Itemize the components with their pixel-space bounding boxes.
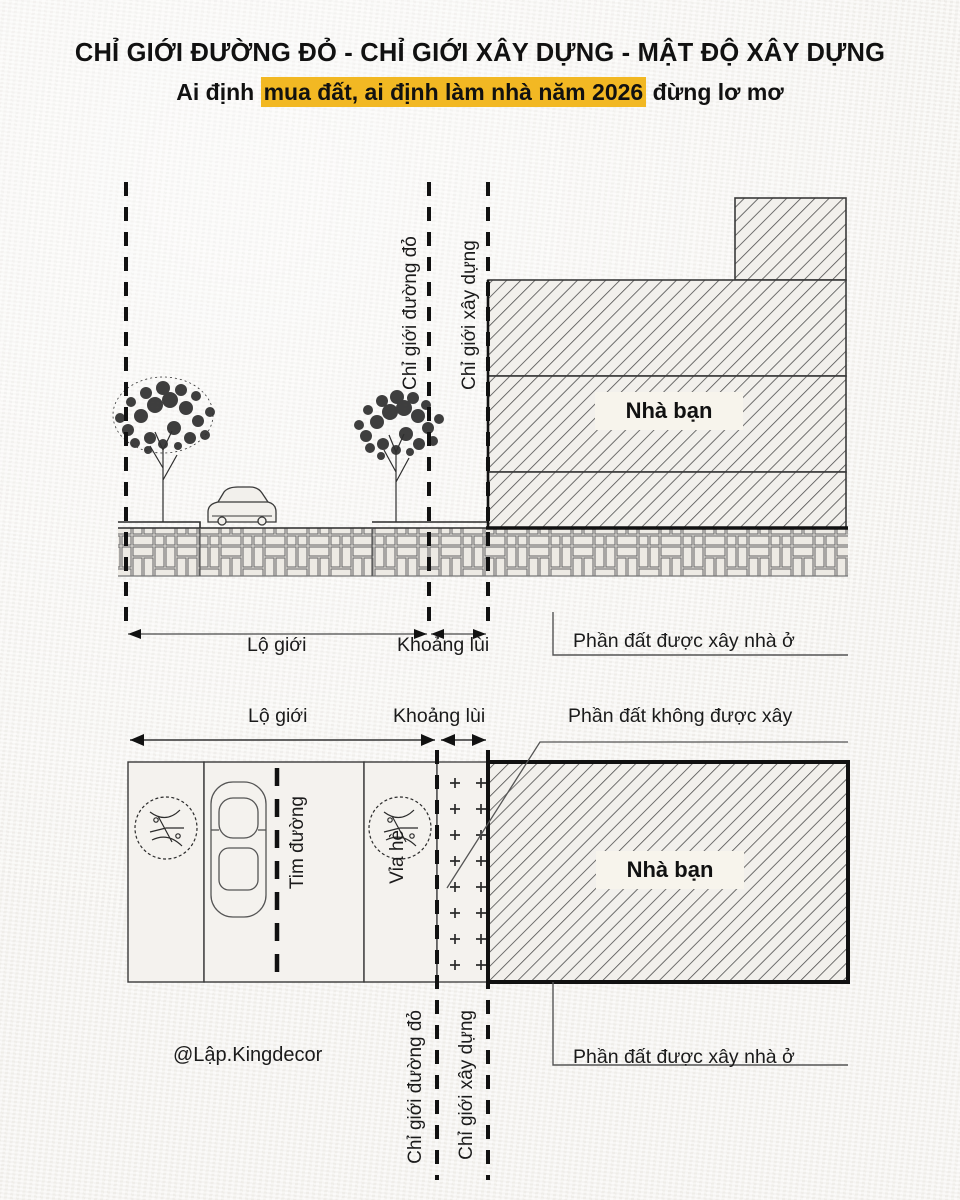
plan-dimension-line	[130, 734, 486, 746]
dim-label-setback-plan: Khoảng lùi	[393, 705, 486, 727]
elevation-ground	[118, 521, 848, 577]
watermark: @Lập.Kingdecor	[173, 1044, 323, 1066]
callout-buildable-elevation: Phần đất được xây nhà ở	[573, 630, 795, 652]
car-elevation	[207, 486, 277, 526]
plan-drawing	[127, 734, 850, 1180]
subtitle-highlight: mua đất, ai định làm nhà năm 2026	[260, 76, 647, 107]
callout-buildable-plan: Phần đất được xây nhà ở	[573, 1046, 795, 1068]
dim-label-setback-elevation: Khoảng lùi	[397, 634, 490, 656]
callout-nonbuildable-plan: Phần đất không được xây	[568, 705, 793, 727]
subtitle-suffix: đừng lơ mơ	[646, 78, 784, 105]
house-tag-elevation: Nhà bạn	[595, 392, 743, 430]
plan-setback-zone	[436, 761, 489, 983]
label-red-boundary-elevation: Chỉ giới đường đỏ	[400, 236, 421, 390]
dim-label-road-width-plan: Lộ giới	[248, 705, 308, 727]
tree-left	[112, 376, 215, 522]
label-sidewalk: Vỉa hè	[387, 830, 408, 884]
label-road-centerline: Tim đường	[287, 796, 308, 890]
page-subtitle: Ai định mua đất, ai định làm nhà năm 202…	[0, 76, 960, 107]
label-build-boundary-plan: Chỉ giới xây dựng	[456, 1010, 477, 1160]
car-plan	[210, 781, 267, 918]
page-title: CHỈ GIỚI ĐƯỜNG ĐỎ - CHỈ GIỚI XÂY DỰNG - …	[74, 39, 886, 67]
label-red-boundary-plan: Chỉ giới đường đỏ	[405, 1010, 426, 1164]
tree-plan-left	[134, 796, 198, 860]
subtitle-prefix: Ai định	[176, 78, 261, 105]
elevation-building	[486, 197, 848, 530]
title-block: CHỈ GIỚI ĐƯỜNG ĐỎ - CHỈ GIỚI XÂY DỰNG - …	[0, 38, 960, 107]
house-tag-plan: Nhà bạn	[596, 851, 744, 889]
label-build-boundary-elevation: Chỉ giới xây dựng	[459, 240, 480, 390]
dim-label-road-width-elevation: Lộ giới	[247, 634, 307, 656]
